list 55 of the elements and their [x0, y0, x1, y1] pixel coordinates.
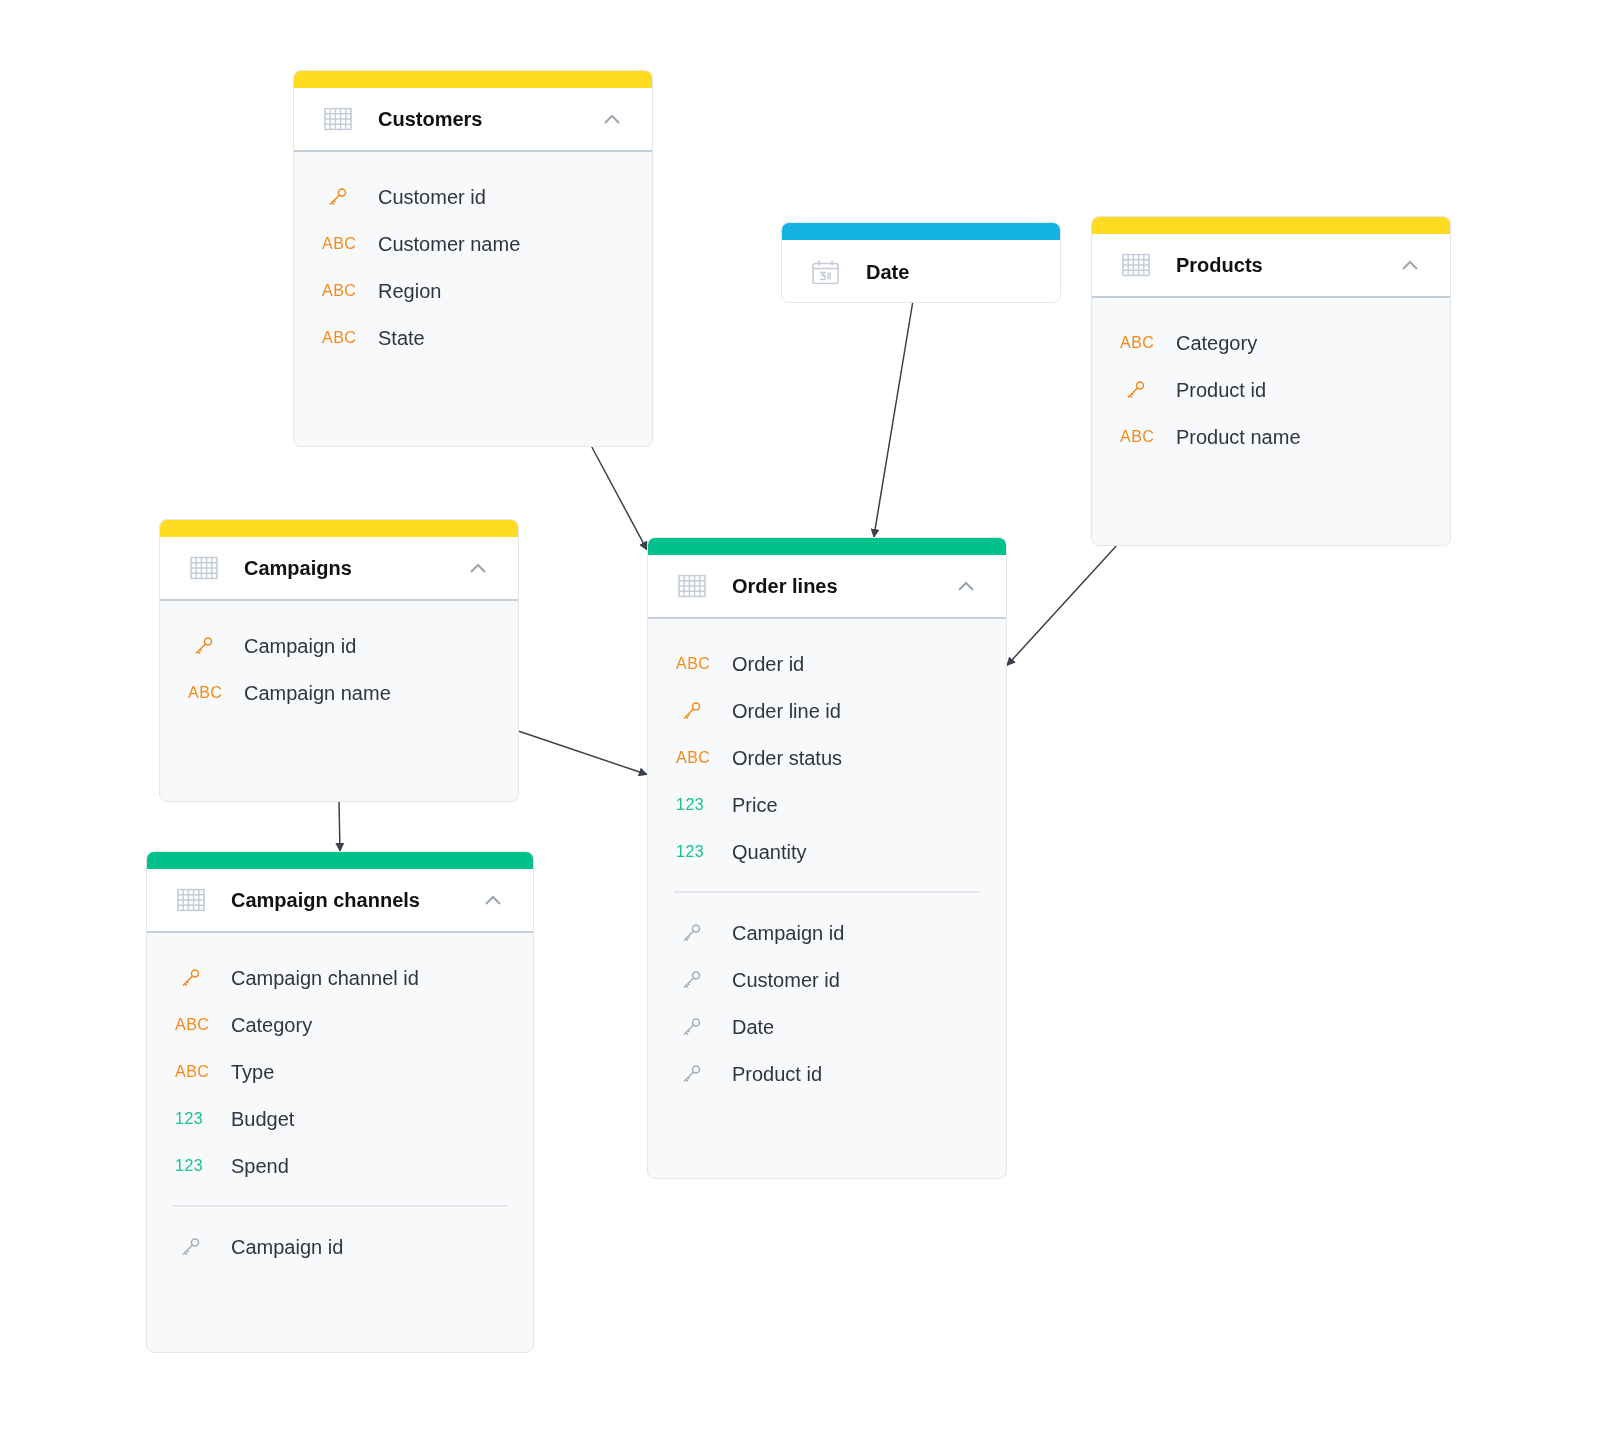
table-card [647, 537, 1007, 1179]
data-type-tag: ABC [1120, 333, 1155, 352]
data-type-tag: ABC [676, 748, 711, 767]
table-title: Date [866, 260, 910, 284]
field-name: Order status [732, 746, 843, 769]
data-type-tag: ABC [322, 234, 357, 253]
field-name: Region [378, 279, 442, 302]
data-type-tag: ABC [175, 1062, 210, 1081]
field-name: Category [1176, 331, 1258, 354]
field-name: Category [231, 1013, 313, 1036]
field-name: Customer id [378, 185, 486, 208]
data-type-tag: ABC [322, 281, 357, 300]
field-name: Spend [231, 1154, 289, 1177]
table-title: Order lines [732, 574, 838, 598]
table-title: Products [1176, 253, 1263, 277]
arrow [591, 446, 648, 551]
arrow [518, 730, 648, 777]
data-type-tag: ABC [1120, 427, 1155, 446]
field-name: State [378, 326, 425, 349]
field-name: Date [732, 1015, 775, 1038]
field-name: Campaign id [732, 921, 845, 944]
data-type-tag: ABC [175, 1015, 210, 1034]
field-name: Budget [231, 1107, 295, 1130]
table-card [146, 851, 534, 1353]
field-name: Customer name [378, 232, 521, 255]
field-name: Campaign id [231, 1235, 344, 1258]
field-name: Order id [732, 652, 805, 675]
arrow [870, 302, 914, 538]
table-title: Customers [378, 107, 483, 131]
field-name: Product name [1176, 425, 1301, 448]
field-name: Type [231, 1060, 275, 1083]
data-type-tag: 123 [175, 1109, 204, 1128]
data-type-tag: ABC [322, 328, 357, 347]
field-name: Price [732, 793, 778, 816]
field-name: Quantity [732, 840, 807, 863]
field-name: Order line id [732, 699, 841, 722]
field-name: Product id [732, 1062, 823, 1085]
table-title: Campaign channels [231, 888, 420, 912]
table-card [293, 70, 653, 447]
field-name: Campaign name [244, 681, 391, 704]
field-name: Campaign id [244, 634, 357, 657]
arrow [1006, 545, 1117, 667]
arrow [335, 801, 345, 852]
table-title: Campaigns [244, 556, 352, 580]
data-type-tag: 123 [676, 842, 705, 861]
data-type-tag: 123 [676, 795, 705, 814]
data-type-tag: ABC [676, 654, 711, 673]
field-name: Product id [1176, 378, 1267, 401]
table-card [159, 519, 519, 802]
data-type-tag: 123 [175, 1156, 204, 1175]
field-name: Customer id [732, 968, 840, 991]
table-card [1091, 216, 1451, 546]
field-name: Campaign channel id [231, 966, 419, 989]
table-card [781, 222, 1061, 303]
data-type-tag: ABC [188, 683, 223, 702]
